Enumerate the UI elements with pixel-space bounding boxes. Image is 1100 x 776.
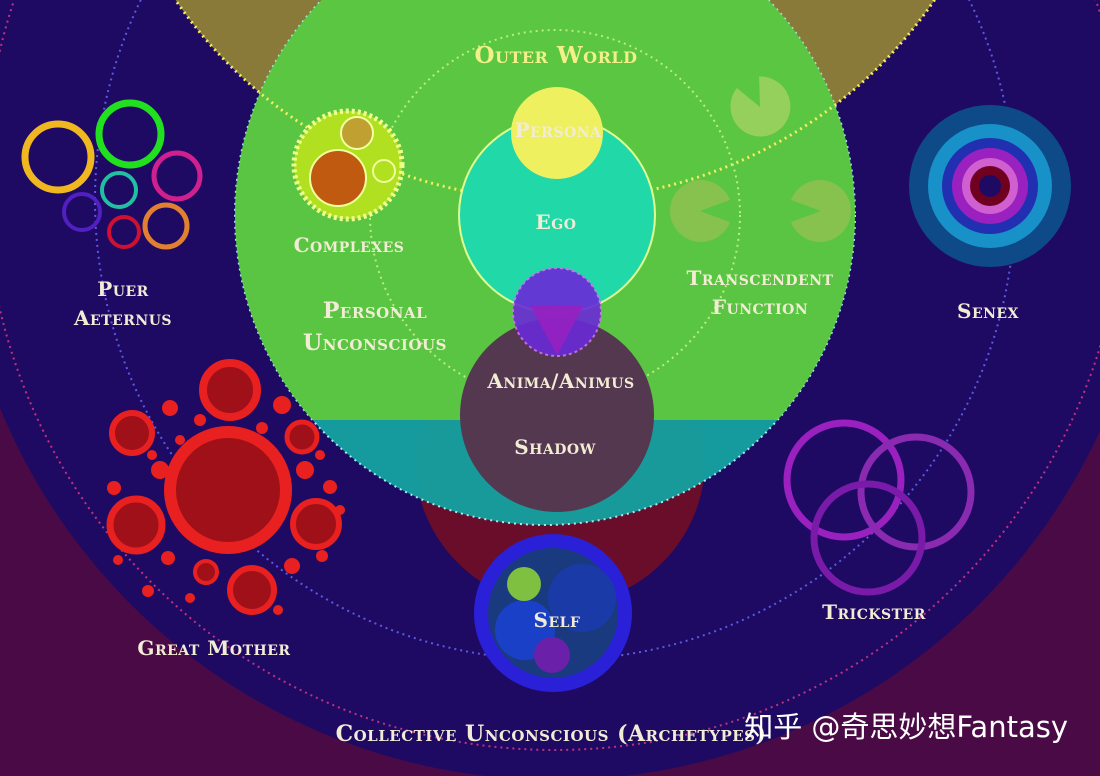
trickster-rings <box>783 419 975 596</box>
ego-label: Ego <box>536 210 577 234</box>
transcendent-function-label-line2: Function <box>712 295 808 319</box>
puer-aeternus-label-line2: Aeternus <box>73 306 172 330</box>
persona-circle <box>511 87 603 179</box>
great-mother-label: Great Mother <box>137 636 290 660</box>
personal-unconscious-label-line1: Personal <box>323 298 427 324</box>
shadow-circle <box>460 318 654 512</box>
collective-outer-ring <box>0 0 1100 751</box>
complex-circle-small <box>340 116 374 150</box>
complexes-label: Complexes <box>294 233 405 257</box>
self-label: Self <box>534 608 581 632</box>
collective-unconscious-label: Collective Unconscious (Archetypes) <box>336 721 767 747</box>
personal-unconscious-label-line2: Unconscious <box>303 330 447 356</box>
transcendent-shape-left <box>670 179 730 242</box>
transcendent-function-label-line1: Transcendent <box>687 266 834 290</box>
watermark-text: 知乎 @奇思妙想Fantasy <box>744 710 1068 744</box>
complex-circle-tiny <box>372 159 396 183</box>
transcendent-shape-right <box>791 179 851 242</box>
shadow-label: Shadow <box>514 435 596 459</box>
self-circle-group <box>474 534 632 692</box>
complex-circle-large <box>309 149 367 207</box>
transcendent-shape-top <box>730 76 791 137</box>
senex-label: Senex <box>957 299 1019 323</box>
outer-world-label: Outer World <box>474 42 637 69</box>
persona-label: Persona <box>515 118 602 142</box>
senex-concentric-circles <box>909 105 1071 267</box>
puer-aeternus-label-line1: Puer <box>97 277 149 301</box>
ego-orbit <box>369 29 741 401</box>
trickster-label: Trickster <box>822 600 926 624</box>
great-mother-circles <box>106 359 345 615</box>
anima-animus-label: Anima/Animus <box>486 369 634 393</box>
puer-aeternus-circles <box>21 99 203 250</box>
anima-triangle <box>530 305 584 355</box>
